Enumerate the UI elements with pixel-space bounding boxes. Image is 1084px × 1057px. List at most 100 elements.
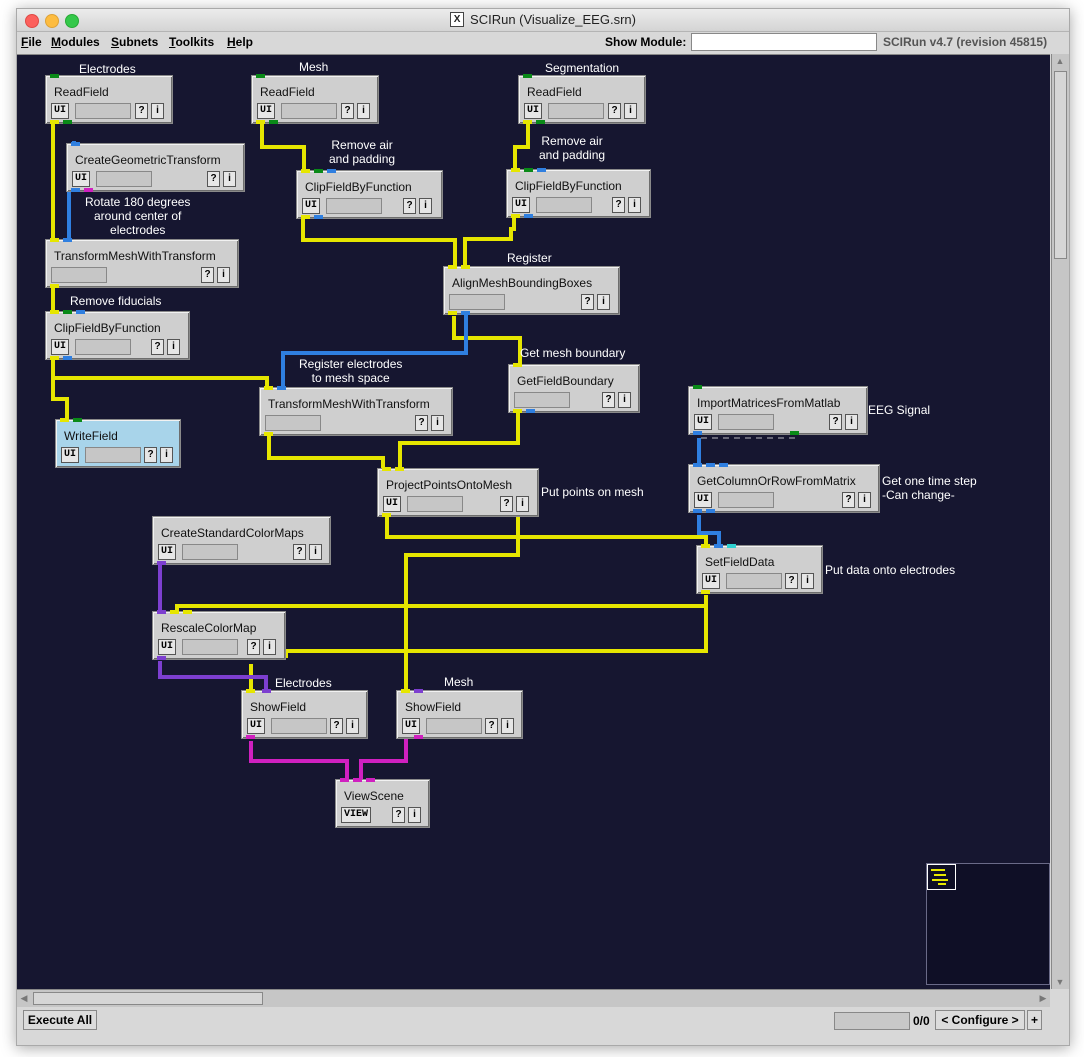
scroll-right-arrow-icon[interactable]: ▶: [1039, 993, 1047, 1003]
input-port[interactable]: [63, 310, 72, 314]
output-port[interactable]: [50, 356, 59, 360]
output-port[interactable]: [536, 120, 545, 124]
output-port[interactable]: [50, 284, 59, 288]
output-port[interactable]: [511, 214, 520, 218]
menu-subnets[interactable]: Subnets: [111, 35, 159, 49]
input-port[interactable]: [50, 310, 59, 314]
module-transform-mesh-2[interactable]: TransformMeshWithTransform ? i: [259, 386, 453, 436]
zoom-window-button[interactable]: [65, 14, 79, 28]
ui-button[interactable]: UI: [158, 544, 177, 560]
info-button[interactable]: i: [501, 718, 514, 734]
ui-button[interactable]: UI: [524, 103, 543, 119]
network-canvas[interactable]: ReadField UI ? i ReadField UI ? i ReadFi…: [17, 54, 1050, 990]
output-port[interactable]: [706, 509, 715, 513]
input-port[interactable]: [60, 418, 69, 422]
vertical-scrollbar[interactable]: ▲ ▼: [1051, 54, 1069, 989]
input-port[interactable]: [524, 168, 533, 172]
input-port[interactable]: [523, 74, 532, 78]
input-port[interactable]: [693, 385, 702, 389]
output-port[interactable]: [693, 509, 702, 513]
input-port[interactable]: [706, 463, 715, 467]
output-port[interactable]: [523, 120, 532, 124]
input-port[interactable]: [256, 74, 265, 78]
configure-button[interactable]: < Configure >: [935, 1010, 1025, 1030]
ui-button[interactable]: UI: [302, 198, 321, 214]
scroll-up-arrow-icon[interactable]: ▲: [1055, 56, 1065, 66]
menu-file[interactable]: File: [21, 35, 42, 49]
input-port[interactable]: [301, 169, 310, 173]
horizontal-scrollbar[interactable]: ◀ ▶: [17, 989, 1050, 1007]
input-port[interactable]: [537, 168, 546, 172]
info-button[interactable]: i: [346, 718, 359, 734]
info-button[interactable]: i: [167, 339, 180, 355]
wire-colormap[interactable]: [158, 661, 268, 692]
input-port[interactable]: [63, 238, 72, 242]
input-port[interactable]: [76, 310, 85, 314]
wire-field[interactable]: [452, 316, 522, 367]
help-button[interactable]: ?: [608, 103, 621, 119]
add-button[interactable]: +: [1027, 1010, 1042, 1030]
input-port[interactable]: [73, 418, 82, 422]
module-readfield-electrodes[interactable]: ReadField UI ? i: [45, 74, 173, 124]
input-port[interactable]: [353, 778, 362, 782]
input-port[interactable]: [262, 689, 271, 693]
minimize-window-button[interactable]: [45, 14, 59, 28]
help-button[interactable]: ?: [135, 103, 148, 119]
wire-field[interactable]: [51, 355, 69, 419]
module-clipfield-mesh[interactable]: ClipFieldByFunction UI ? i: [296, 169, 443, 219]
ui-button[interactable]: UI: [402, 718, 421, 734]
output-port[interactable]: [461, 311, 470, 315]
info-button[interactable]: i: [845, 414, 858, 430]
output-port[interactable]: [693, 431, 702, 435]
output-port[interactable]: [382, 513, 391, 517]
input-port[interactable]: [71, 142, 80, 146]
input-port[interactable]: [246, 689, 255, 693]
wire-geometry[interactable]: [359, 738, 408, 781]
module-create-geometric-transform[interactable]: CreateGeometricTransform UI ? i: [66, 142, 245, 192]
menu-toolkits[interactable]: Toolkits: [169, 35, 215, 49]
wire-matrix[interactable]: [697, 515, 721, 546]
wire-field[interactable]: [513, 122, 530, 171]
input-port[interactable]: [719, 463, 728, 467]
info-button[interactable]: i: [858, 492, 871, 508]
info-button[interactable]: i: [263, 639, 276, 655]
info-button[interactable]: i: [618, 392, 631, 408]
wire-field[interactable]: [284, 595, 708, 658]
ui-button[interactable]: UI: [694, 492, 713, 508]
close-window-button[interactable]: [25, 14, 39, 28]
info-button[interactable]: i: [431, 415, 444, 431]
info-button[interactable]: i: [419, 198, 432, 214]
input-port[interactable]: [461, 265, 470, 269]
output-port[interactable]: [264, 432, 273, 436]
info-button[interactable]: i: [217, 267, 230, 283]
horizontal-scroll-thumb[interactable]: [33, 992, 263, 1005]
help-button[interactable]: ?: [602, 392, 615, 408]
ui-button[interactable]: UI: [383, 496, 402, 512]
input-port[interactable]: [264, 386, 273, 390]
help-button[interactable]: ?: [403, 198, 416, 214]
help-button[interactable]: ?: [293, 544, 306, 560]
output-port[interactable]: [157, 656, 166, 660]
input-port[interactable]: [701, 544, 710, 548]
module-transform-mesh-1[interactable]: TransformMeshWithTransform ? i: [45, 238, 239, 288]
scroll-left-arrow-icon[interactable]: ◀: [20, 993, 28, 1003]
help-button[interactable]: ?: [415, 415, 428, 431]
output-port[interactable]: [448, 311, 457, 315]
ui-button[interactable]: UI: [512, 197, 531, 213]
input-port[interactable]: [277, 386, 286, 390]
ui-button[interactable]: UI: [61, 447, 80, 463]
module-showfield-electrodes[interactable]: ShowField UI ? i: [241, 689, 368, 739]
wire-field[interactable]: [53, 376, 269, 389]
info-button[interactable]: i: [151, 103, 164, 119]
execute-all-button[interactable]: Execute All: [23, 1010, 97, 1030]
input-port[interactable]: [314, 169, 323, 173]
output-port[interactable]: [50, 74, 59, 78]
output-port[interactable]: [246, 735, 255, 739]
menu-modules[interactable]: Modules: [51, 35, 100, 49]
input-port[interactable]: [183, 610, 192, 614]
module-set-field-data[interactable]: SetFieldData UI ? i: [696, 544, 823, 594]
module-rescale-colormap[interactable]: RescaleColorMap UI ? i: [152, 610, 286, 660]
wire-field[interactable]: [404, 517, 520, 692]
help-button[interactable]: ?: [330, 718, 343, 734]
view-button[interactable]: VIEW: [341, 807, 372, 823]
